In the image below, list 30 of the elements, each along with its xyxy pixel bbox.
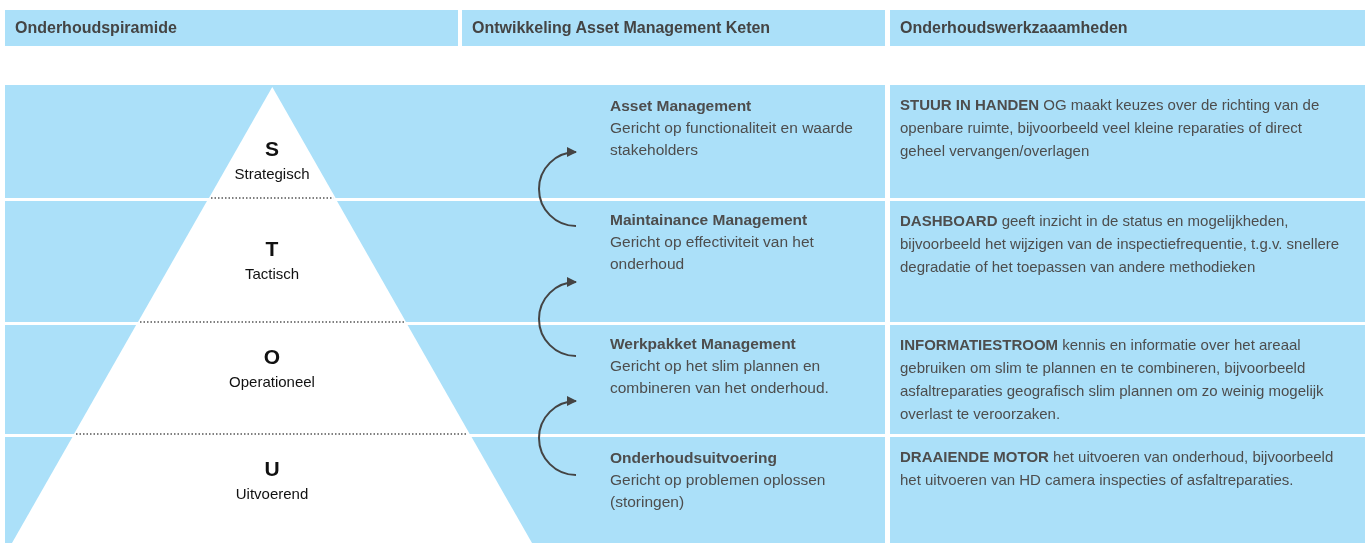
- level-letter: T: [264, 237, 280, 261]
- curved-arrow: [538, 396, 577, 476]
- description-heading: Werkpakket Management: [610, 334, 797, 354]
- activity-cell: INFORMATIESTROOM kennis en informatie over het areaal gebruiken om slim te plannen en te combineren, bijvoorbeeld asfaltreparaties geografisch slim plannen om zo weinig mogelijk overlast te veroorzaken.: [890, 325, 1365, 434]
- column-header: Ontwikkeling Asset Management Keten: [462, 10, 885, 46]
- level-name: Tactisch: [243, 264, 301, 284]
- description-heading: Maintainance Management: [610, 210, 809, 230]
- column-header: Onderhoudspiramide: [5, 10, 458, 46]
- description-text: Gericht op problemen oplossen (storingen): [610, 470, 827, 512]
- level-name: Operationeel: [228, 372, 316, 392]
- activity-cell: STUUR IN HANDEN OG maakt keuzes over de richting van de openbare ruimte, bijvoorbeeld veel kleine reparaties of direct geheel vervangen/overlagen: [890, 85, 1365, 198]
- curved-arrow: [538, 277, 577, 357]
- pyramid-level: [208, 87, 336, 198]
- column-header: Onderhoudswerkzaaamheden: [890, 10, 1365, 46]
- pyramid-level: [12, 437, 532, 543]
- activity-cell: DASHBOARD geeft inzicht in de status en mogelijkheden, bijvoorbeeld het wijzigen van de inspectiefrequentie, t.g.v. snellere degradatie of het toepassen van andere methodieken: [890, 201, 1365, 322]
- description-text: Gericht op het slim plannen en combineren van het onderhoud.: [610, 356, 830, 398]
- level-name: Strategisch: [233, 164, 311, 184]
- description-text: Gericht op functionaliteit en waarde stakeholders: [610, 118, 854, 160]
- curved-arrow: [538, 147, 577, 227]
- level-name: Uitvoerend: [234, 484, 310, 504]
- pyramid-level: [74, 325, 470, 434]
- level-letter: U: [263, 457, 281, 481]
- level-letter: O: [262, 345, 282, 369]
- description-heading: Asset Management: [610, 96, 753, 116]
- pyramid-level: [138, 201, 406, 322]
- description-heading: Onderhoudsuitvoering: [610, 448, 779, 468]
- activity-cell: DRAAIENDE MOTOR het uitvoeren van onderhoud, bijvoorbeeld het uitvoeren van HD camera inspecties of asfaltreparaties.: [890, 437, 1365, 543]
- description-text: Gericht op effectiviteit van het onderhoud: [610, 232, 815, 274]
- level-letter: S: [264, 137, 280, 161]
